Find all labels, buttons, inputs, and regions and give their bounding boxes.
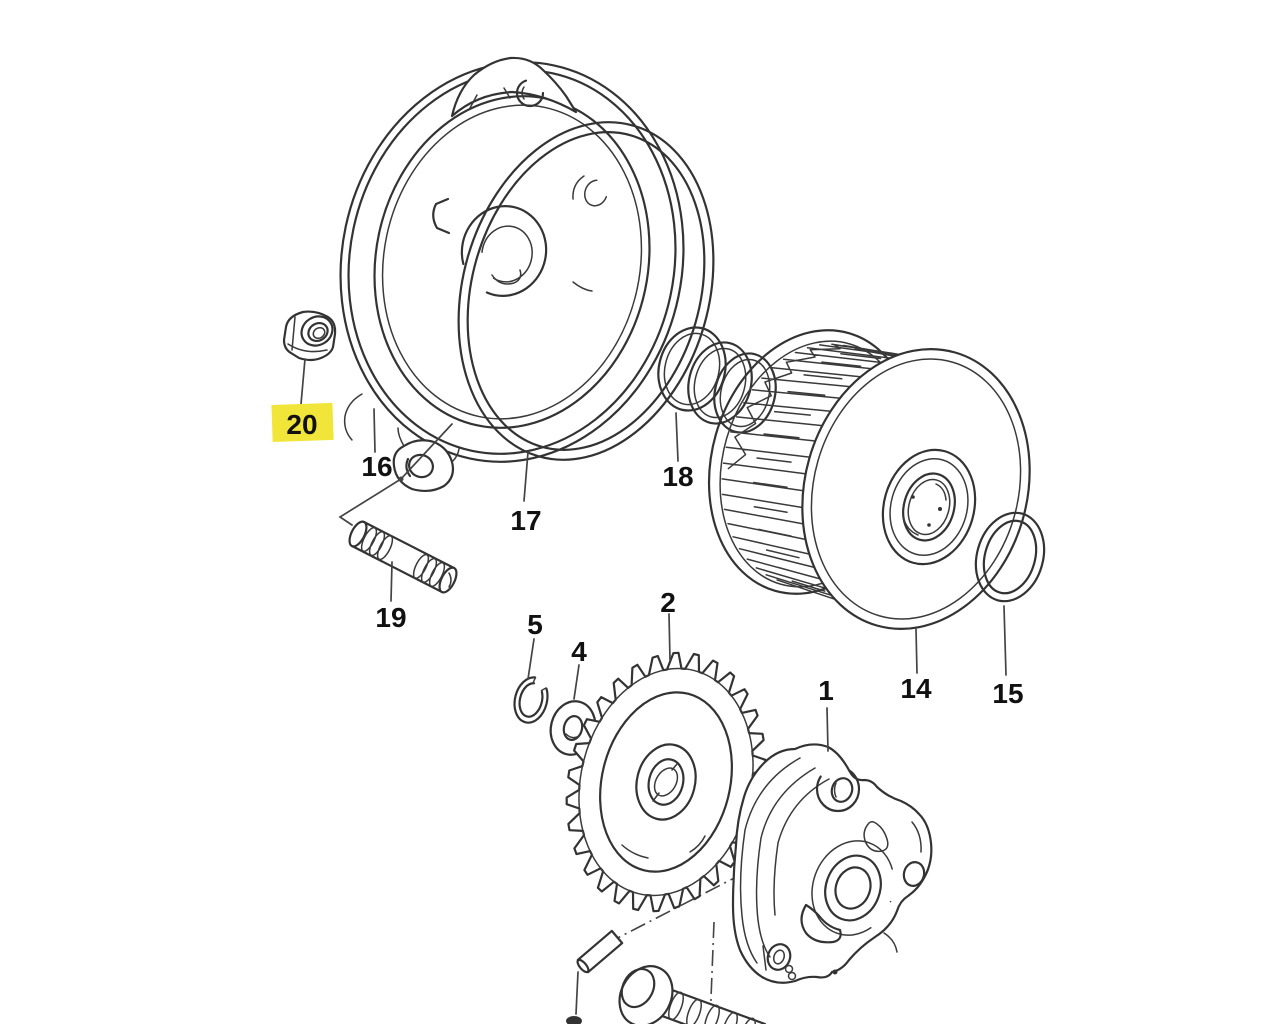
part-4-washer: [549, 700, 597, 756]
part-labels: 20 16 17 18 19 5 4 2 1 14 15: [271, 402, 1024, 709]
part-14-clutch-housing: [707, 329, 1031, 630]
dowel-pin: [566, 929, 624, 1024]
part-5-circlip: [513, 676, 549, 724]
part-15-o-ring: [974, 511, 1046, 603]
part-label-19: 19: [375, 602, 406, 633]
part-label-14: 14: [900, 673, 932, 704]
part-label-4: 4: [571, 636, 587, 667]
part-1-oil-pump: [731, 743, 933, 984]
part-label-18: 18: [662, 461, 693, 492]
part-label-20: 20: [286, 409, 317, 440]
part-label-15: 15: [992, 678, 1023, 709]
part-label-16: 16: [361, 451, 392, 482]
part-19-stud: [348, 520, 458, 594]
leader-lines: [300, 358, 1007, 752]
part-17-gasket: [457, 121, 715, 461]
part-label-2: 2: [660, 587, 676, 618]
part-18-spring-set: [657, 326, 777, 434]
part-label-1: 1: [818, 675, 834, 706]
highlight-box: [271, 402, 334, 443]
part-20-nut: [282, 310, 337, 362]
part-2-gear: [565, 651, 767, 913]
mounting-bolt: [618, 965, 767, 1024]
part-label-5: 5: [527, 609, 543, 640]
part-label-17: 17: [510, 505, 541, 536]
part-16-cover: [339, 56, 685, 493]
centerline-pin-to-pump: [605, 873, 743, 945]
